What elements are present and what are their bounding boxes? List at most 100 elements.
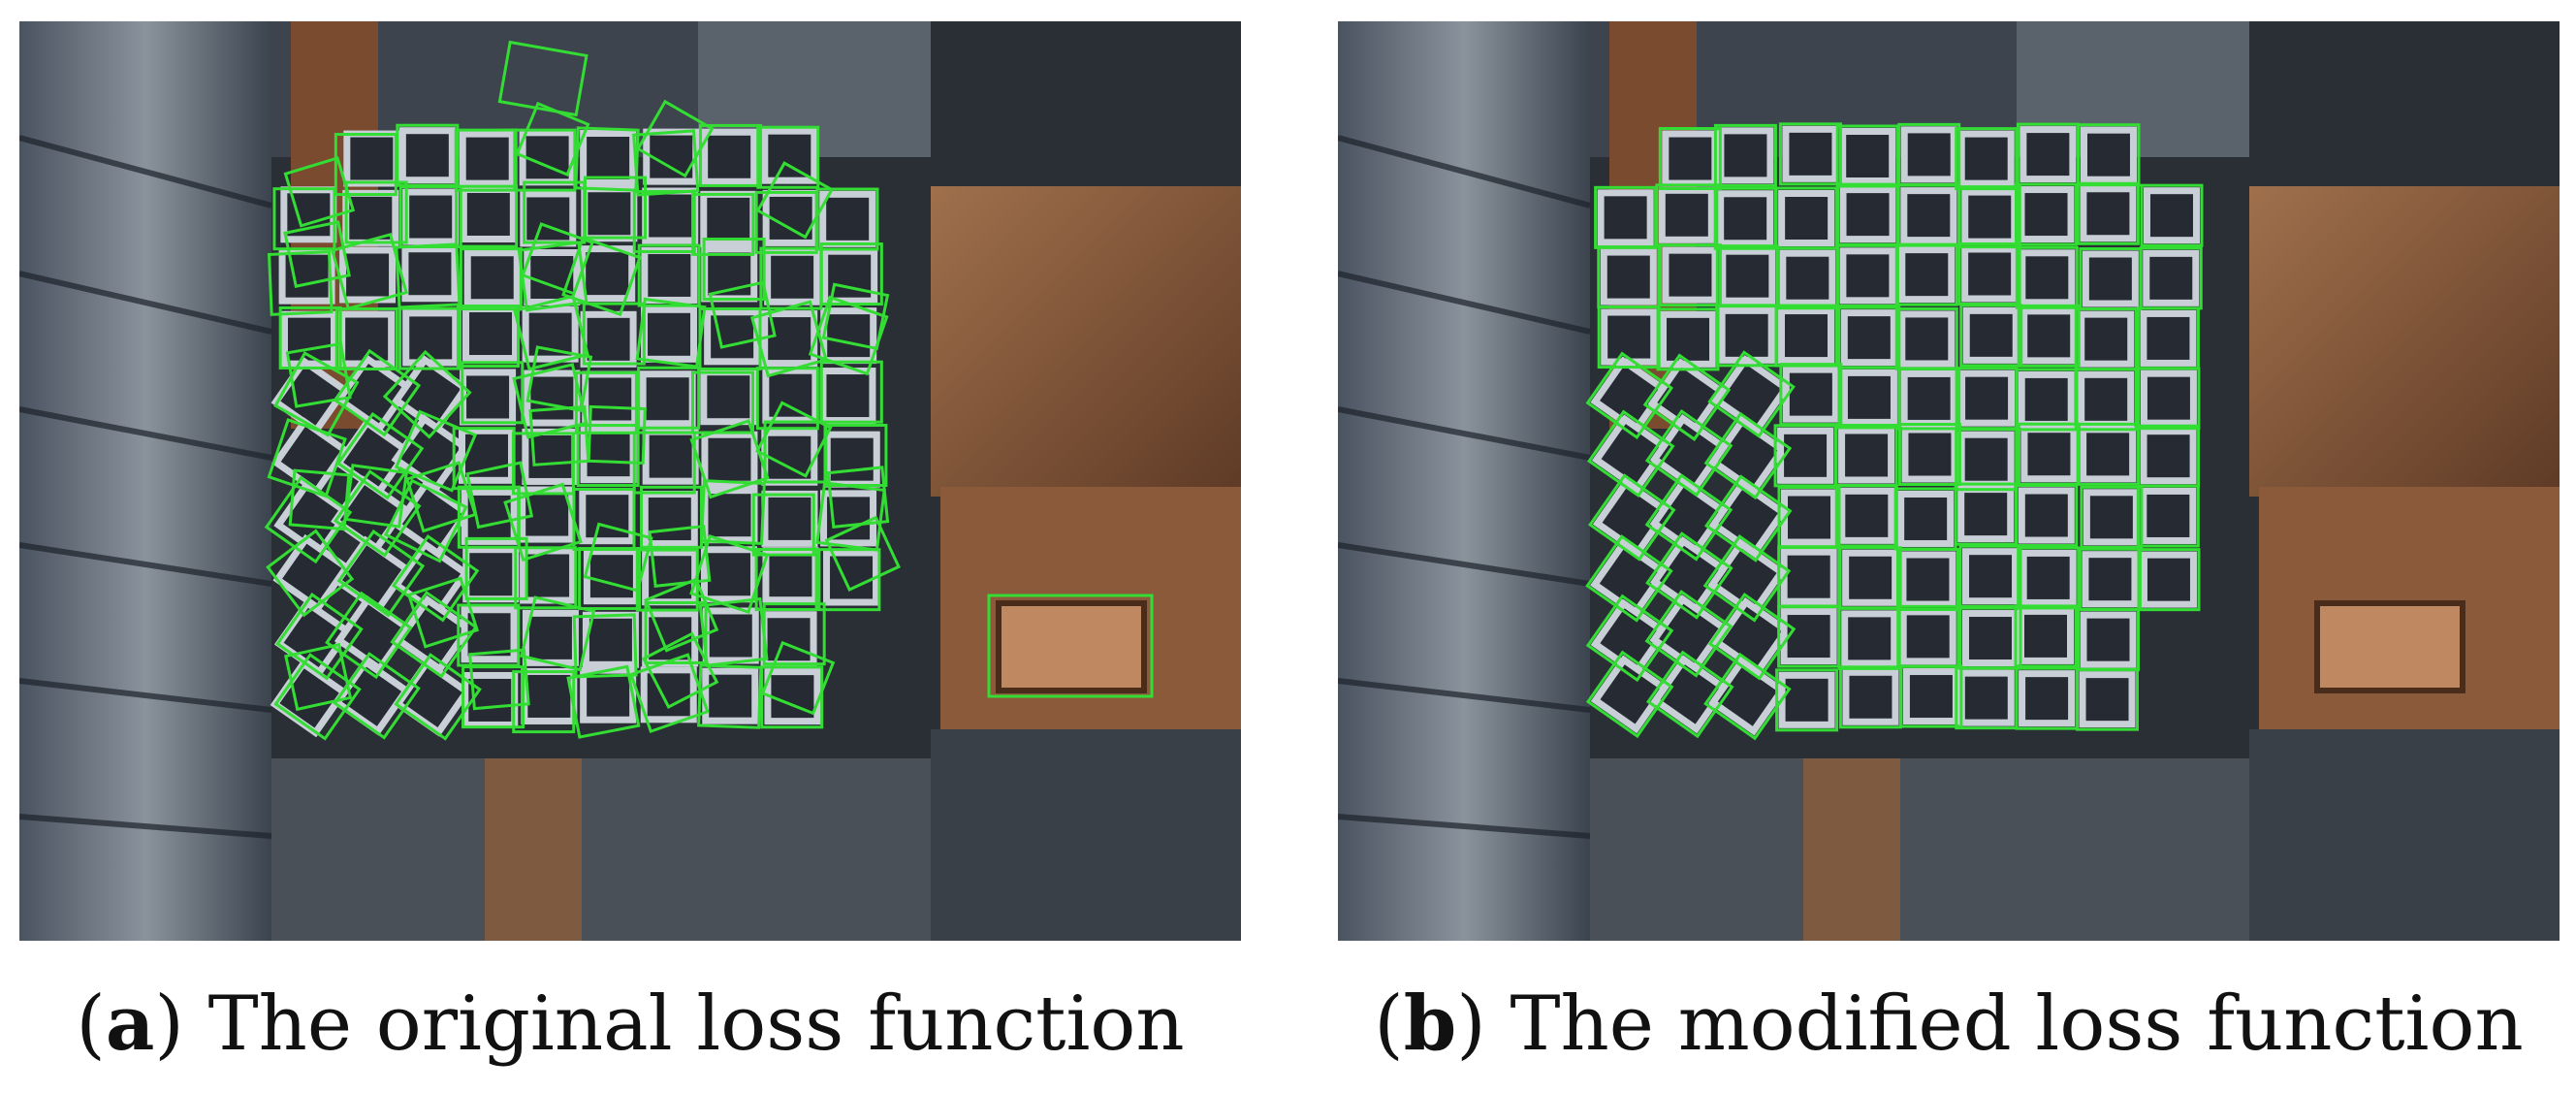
pipe-end bbox=[1717, 127, 1774, 184]
detection-box bbox=[325, 591, 413, 680]
detection-boxes bbox=[264, 40, 1154, 741]
detection-box bbox=[267, 250, 334, 316]
detection-box bbox=[2014, 604, 2078, 668]
pipe-end bbox=[463, 249, 521, 306]
pipe-end bbox=[2019, 126, 2077, 183]
pipe-end bbox=[1591, 414, 1670, 494]
pipe-end bbox=[1839, 247, 1896, 305]
pipe-end bbox=[761, 127, 818, 184]
pipe-end bbox=[1897, 490, 1955, 547]
pipe-end bbox=[2082, 551, 2139, 608]
caption-a-text: The original loss function bbox=[207, 980, 1185, 1068]
pipe-end bbox=[641, 305, 698, 363]
pipe-end bbox=[2079, 671, 2136, 728]
detection-box bbox=[1644, 590, 1733, 678]
pipe-end bbox=[1838, 427, 1895, 484]
pipe-end bbox=[2143, 187, 2200, 244]
detection-box bbox=[1955, 428, 2019, 492]
pipe-end bbox=[701, 128, 758, 185]
detection-box bbox=[574, 126, 640, 192]
pipe-end bbox=[2019, 670, 2076, 727]
detection-box bbox=[1642, 353, 1732, 441]
pipe-end bbox=[402, 309, 460, 367]
detection-box bbox=[2017, 546, 2081, 610]
pipe-end bbox=[1660, 310, 1717, 368]
pipe-end bbox=[764, 668, 821, 725]
detection-box bbox=[1585, 534, 1673, 623]
pipe-end bbox=[702, 607, 759, 664]
pipe-end bbox=[1962, 548, 2019, 605]
pipe-end bbox=[1658, 186, 1715, 243]
pipe-end bbox=[1649, 536, 1729, 615]
pipe-end bbox=[280, 310, 337, 368]
pipe-end bbox=[1590, 655, 1670, 734]
pipe-end bbox=[1717, 190, 1774, 247]
detection-box bbox=[641, 631, 719, 709]
pipe-end bbox=[583, 548, 640, 605]
pipe-end bbox=[1718, 306, 1775, 364]
pipe-end bbox=[1712, 596, 1792, 676]
pipe-end bbox=[641, 246, 698, 304]
detection-box bbox=[632, 189, 696, 253]
detection-box bbox=[1899, 664, 1963, 728]
detection-box bbox=[333, 652, 421, 740]
detection-box bbox=[760, 665, 824, 729]
detection-box bbox=[272, 187, 336, 251]
detection-box bbox=[468, 648, 530, 711]
pipe-end bbox=[1662, 246, 1719, 304]
pipe-end bbox=[461, 671, 519, 728]
detection-box bbox=[566, 664, 641, 739]
pipe-end bbox=[2018, 607, 2075, 664]
pipe-end bbox=[762, 547, 819, 604]
detection-box bbox=[1707, 350, 1796, 438]
detection-box bbox=[1895, 548, 1959, 612]
detection-box bbox=[751, 493, 815, 557]
pipe-end bbox=[1597, 189, 1654, 246]
pipe-end bbox=[579, 245, 636, 303]
pipe-end bbox=[1649, 477, 1729, 557]
detection-box bbox=[697, 663, 763, 729]
pipe-end bbox=[1842, 549, 1899, 606]
detection-box bbox=[1958, 544, 2022, 608]
pipe-end bbox=[343, 130, 400, 187]
detection-box bbox=[2136, 484, 2200, 548]
pipe-end bbox=[579, 488, 636, 545]
pipe-end bbox=[278, 247, 335, 305]
detection-box bbox=[525, 345, 593, 413]
pipe-end bbox=[1708, 657, 1787, 736]
pipe-end bbox=[2080, 126, 2137, 183]
pipe-end bbox=[1838, 487, 1895, 544]
detection-box bbox=[520, 595, 596, 672]
pipe-end bbox=[761, 429, 818, 486]
pipe-end bbox=[1592, 478, 1671, 557]
pipe-end bbox=[642, 428, 699, 485]
detection-box bbox=[1587, 473, 1676, 562]
pipe-end bbox=[520, 547, 577, 604]
detection-box bbox=[2074, 368, 2138, 432]
detection-box bbox=[582, 302, 646, 366]
detection-box bbox=[754, 548, 818, 612]
pipe-end bbox=[1839, 186, 1896, 243]
pipe-end bbox=[2019, 249, 2076, 306]
pipe-end bbox=[2140, 370, 2197, 427]
pipe-end bbox=[701, 487, 758, 544]
detection-box bbox=[2015, 484, 2079, 548]
detection-box bbox=[264, 475, 353, 564]
pipe-end bbox=[1898, 310, 1956, 368]
detection-box bbox=[457, 603, 521, 667]
pipe-end bbox=[1901, 426, 1958, 483]
bottom-background bbox=[1590, 758, 2249, 941]
detection-box bbox=[1703, 474, 1793, 563]
detection-box bbox=[383, 478, 468, 563]
pipe-end bbox=[1840, 309, 1897, 367]
pipe-end bbox=[2080, 185, 2137, 242]
pipe-end bbox=[2020, 307, 2078, 365]
pipe-end bbox=[1708, 416, 1788, 496]
pipe-end bbox=[1900, 370, 1957, 427]
pipe-end bbox=[1707, 538, 1787, 618]
detection-box bbox=[1955, 127, 2019, 191]
detection-box bbox=[394, 409, 478, 493]
pipe-end bbox=[700, 369, 757, 426]
detection-box bbox=[334, 306, 398, 370]
detection-box bbox=[819, 360, 883, 424]
